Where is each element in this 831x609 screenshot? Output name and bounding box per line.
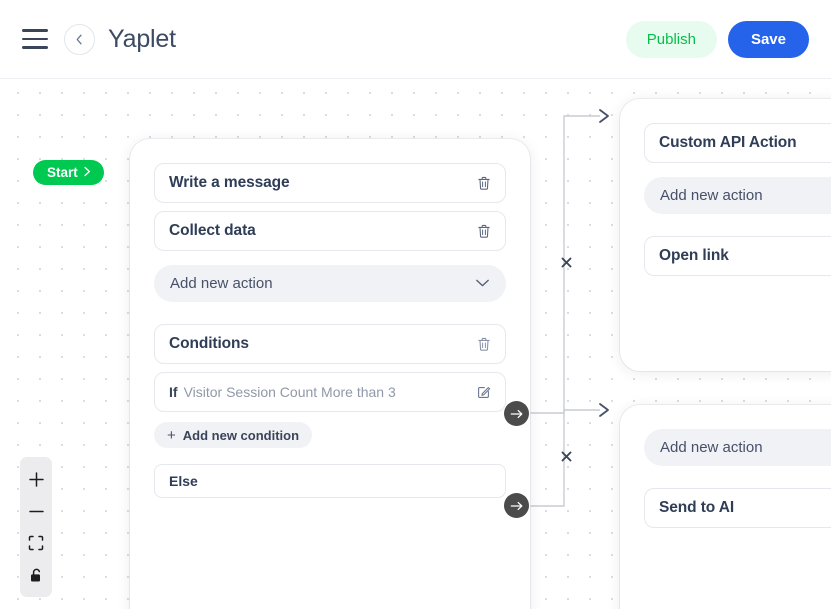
close-x-icon (561, 451, 572, 462)
arrow-right-icon (510, 501, 522, 510)
action-label: Write a message (169, 174, 290, 191)
action-row-write-a-message[interactable]: Write a message (154, 163, 506, 203)
action-label: Custom API Action (659, 134, 797, 151)
conditions-label: Conditions (169, 335, 249, 352)
lock-canvas-button[interactable] (20, 559, 52, 591)
zoom-out-button[interactable] (20, 495, 52, 527)
trash-icon[interactable] (477, 176, 491, 191)
plus-icon: + (167, 426, 176, 444)
condition-text: Visitor Session Count More than 3 (183, 384, 396, 400)
else-connector-button[interactable] (504, 493, 529, 518)
condition-keyword: If (169, 384, 178, 400)
flow-node-ai[interactable]: Add new action Send to AI (620, 405, 831, 609)
else-row[interactable]: Else (154, 464, 506, 498)
page-title: Yaplet (108, 24, 176, 53)
action-label: Open link (659, 247, 729, 264)
fit-view-icon (28, 535, 44, 551)
trash-icon[interactable] (477, 224, 491, 239)
action-label: Collect data (169, 222, 256, 239)
edge-delete-button[interactable] (561, 255, 572, 273)
condition-row[interactable]: If Visitor Session Count More than 3 (154, 372, 506, 412)
add-new-action-dropdown[interactable]: Add new action (644, 177, 831, 214)
back-button[interactable] (64, 23, 95, 55)
action-row-send-to-ai[interactable]: Send to AI (644, 488, 831, 528)
add-new-condition-label: Add new condition (182, 427, 300, 443)
save-button[interactable]: Save (727, 20, 809, 58)
chevron-left-icon (73, 33, 86, 46)
action-row-open-link[interactable]: Open link (644, 236, 831, 276)
flow-canvas[interactable]: Start Write a message (0, 79, 831, 609)
chevron-right-icon (83, 165, 92, 180)
canvas-controls (20, 457, 52, 597)
add-new-action-dropdown[interactable]: Add new action (154, 265, 506, 302)
publish-button[interactable]: Publish (625, 20, 717, 58)
edge-arrowhead (599, 403, 609, 417)
chevron-down-icon (475, 275, 490, 293)
app-header: Yaplet Publish Save (0, 0, 831, 79)
hamburger-menu-icon[interactable] (22, 29, 48, 49)
unlock-icon (30, 568, 40, 582)
plus-icon (28, 471, 44, 487)
zoom-in-button[interactable] (20, 463, 52, 495)
action-row-collect-data[interactable]: Collect data (154, 211, 506, 251)
conditions-header-row[interactable]: Conditions (154, 324, 506, 364)
start-badge[interactable]: Start (33, 160, 104, 185)
start-badge-label: Start (47, 165, 78, 180)
arrow-right-icon (510, 409, 522, 418)
flow-node-api[interactable]: Custom API Action Add new action Open li… (620, 99, 831, 371)
close-x-icon (561, 257, 572, 268)
action-label: Send to AI (659, 499, 735, 516)
else-label: Else (169, 473, 198, 489)
flow-node-main[interactable]: Write a message Collect data (130, 139, 530, 609)
edge-arrowhead (599, 109, 609, 123)
fit-view-button[interactable] (20, 527, 52, 559)
condition-connector-button[interactable] (504, 401, 529, 426)
trash-icon[interactable] (477, 337, 491, 352)
minus-icon (28, 510, 44, 512)
add-new-action-dropdown[interactable]: Add new action (644, 429, 831, 466)
hamburger-line (22, 29, 48, 32)
add-new-action-label: Add new action (660, 187, 763, 204)
hamburger-line (22, 37, 48, 41)
pencil-square-icon[interactable] (477, 385, 491, 399)
action-row-custom-api-action[interactable]: Custom API Action (644, 123, 831, 163)
add-new-action-label: Add new action (170, 275, 273, 292)
add-new-condition-button[interactable]: + Add new condition (154, 422, 313, 448)
hamburger-line (22, 46, 48, 49)
edge-delete-button[interactable] (561, 449, 572, 467)
add-new-action-label: Add new action (660, 439, 763, 456)
